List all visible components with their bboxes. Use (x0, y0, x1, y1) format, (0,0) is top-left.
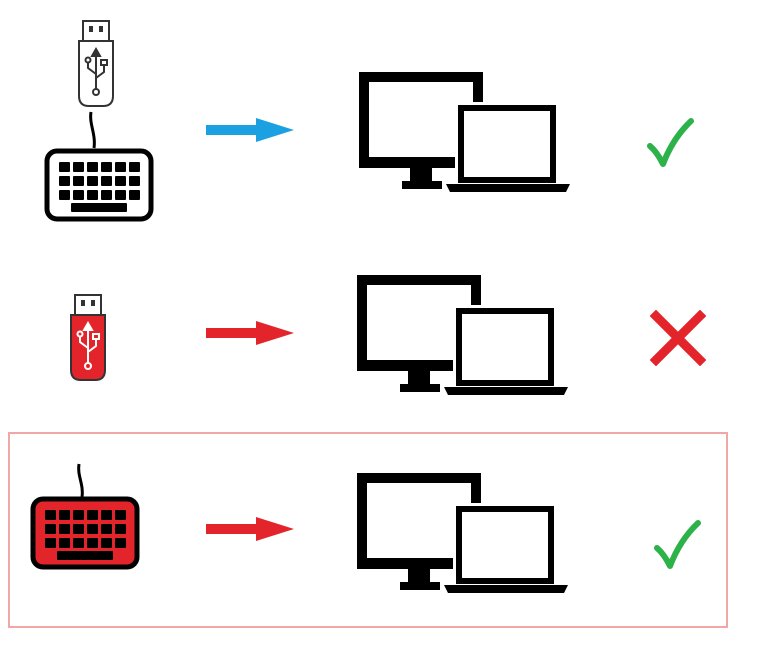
arrow-right-icon (206, 517, 294, 541)
computer-and-laptop-icon (356, 472, 572, 598)
arrow-right-icon (206, 118, 294, 142)
check-icon (647, 118, 694, 167)
computer-and-laptop-icon (358, 71, 574, 197)
arrow-right-icon (206, 321, 294, 345)
keyboard-cable (77, 463, 84, 499)
usb-drive-icon (78, 20, 114, 107)
check-icon (654, 520, 701, 569)
keyboard-icon (44, 148, 154, 222)
highlight-box (8, 432, 728, 628)
computer-and-laptop-icon (356, 274, 572, 400)
usb-drive-icon (70, 294, 106, 381)
cross-icon (650, 310, 706, 366)
keyboard-icon (30, 496, 140, 570)
keyboard-cable (89, 111, 96, 149)
